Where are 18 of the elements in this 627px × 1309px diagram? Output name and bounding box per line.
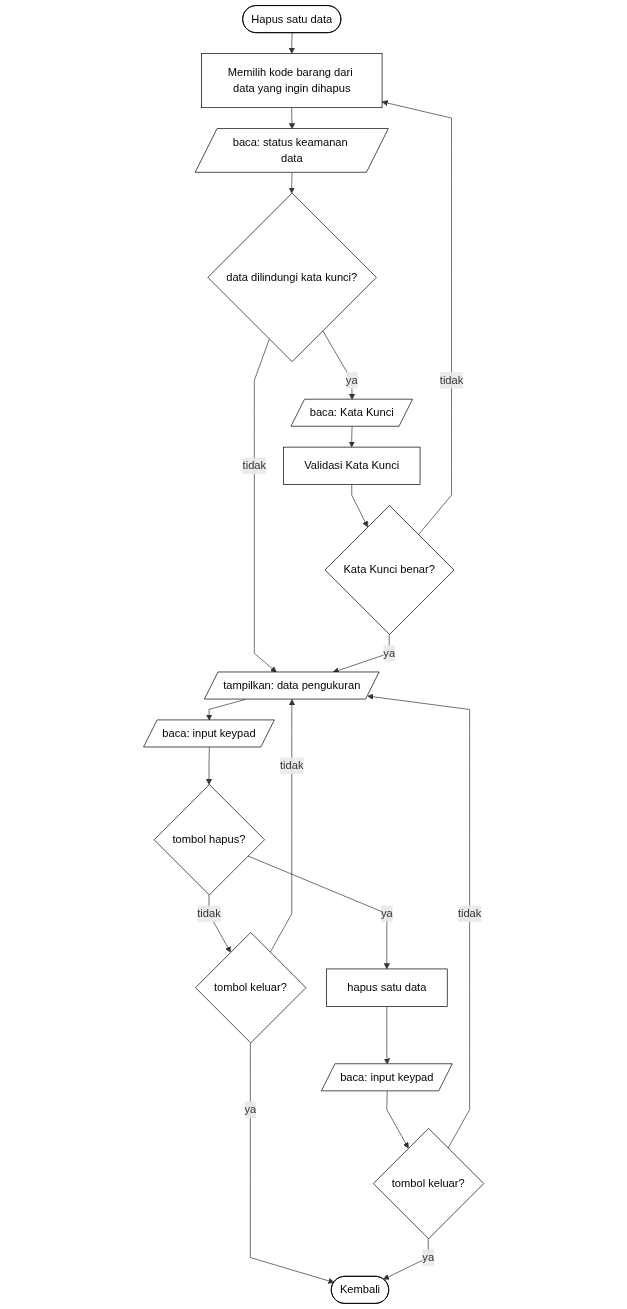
- edge-label: ya: [244, 1103, 257, 1116]
- node-diamond: Kata Kunci benar?: [324, 505, 455, 635]
- edge-label: ya: [380, 907, 393, 920]
- edge-label: tidak: [457, 907, 482, 920]
- edge-label: ya: [383, 646, 395, 659]
- node-box: Memilih kode barang dari data yang ingin dihapus: [200, 53, 383, 109]
- node-diamond: data dilindungi kata kunci?: [207, 192, 377, 362]
- node-box: Validasi Kata Kunci: [282, 446, 421, 485]
- node-diamond: tombol keluar?: [372, 1128, 484, 1240]
- edge-label: ya: [422, 1251, 434, 1264]
- node-diamond: tombol keluar?: [195, 932, 307, 1044]
- node-box: hapus satu data: [325, 968, 448, 1007]
- edge-label: tidak: [197, 907, 221, 920]
- edge-label: tidak: [242, 459, 266, 472]
- edge-label: ya: [345, 374, 358, 386]
- edge-label: tidak: [279, 759, 304, 772]
- edge-label: tidak: [439, 374, 464, 386]
- node-diamond: tombol hapus?: [153, 784, 265, 896]
